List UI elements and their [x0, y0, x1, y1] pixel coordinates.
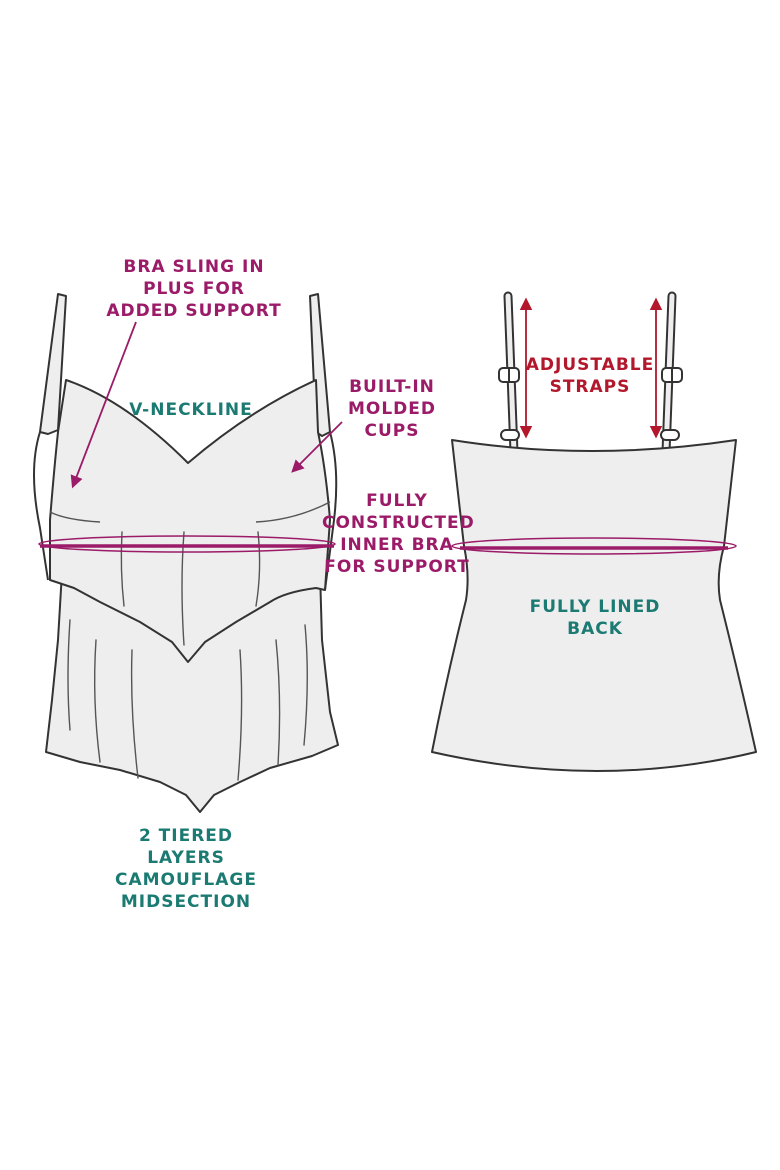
- adjustable-straps-label: ADJUSTABLE STRAPS: [525, 355, 655, 397]
- front-upper-fold-lines: [120, 531, 261, 646]
- back-view: [431, 291, 757, 772]
- molded-cups-arrow: [291, 421, 343, 473]
- tiered-layers-label: 2 TIERED LAYERS CAMOUFLAGE MIDSECTION: [115, 826, 257, 912]
- front-left-side: [33, 431, 49, 581]
- inner-bra-label: FULLY CONSTRUCTED INNER BRA FOR SUPPORT: [322, 491, 475, 577]
- front-cup-seam: [255, 501, 331, 523]
- front-waist-band: [38, 535, 336, 553]
- bra-sling-arrow: [70, 321, 137, 489]
- back-waist-band: [451, 537, 737, 555]
- front-view: [33, 293, 343, 813]
- front-left-strap: [39, 293, 67, 435]
- right-strap-ring: [660, 429, 680, 441]
- front-right-side: [324, 431, 338, 591]
- molded-cups-label: BUILT-IN MOLDED CUPS: [347, 377, 437, 441]
- bra-sling-label: BRA SLING IN PLUS FOR ADDED SUPPORT: [106, 257, 282, 321]
- front-cup-seam-left: [49, 511, 101, 523]
- left-strap-ring: [500, 429, 520, 441]
- front-upper-tier: [49, 379, 331, 663]
- front-lower-fold-lines: [67, 619, 308, 781]
- lined-back-label: FULLY LINED BACK: [529, 597, 661, 639]
- v-neckline-label: V-NECKLINE: [129, 400, 253, 420]
- front-lower-tier: [45, 571, 339, 813]
- back-body: [431, 439, 757, 772]
